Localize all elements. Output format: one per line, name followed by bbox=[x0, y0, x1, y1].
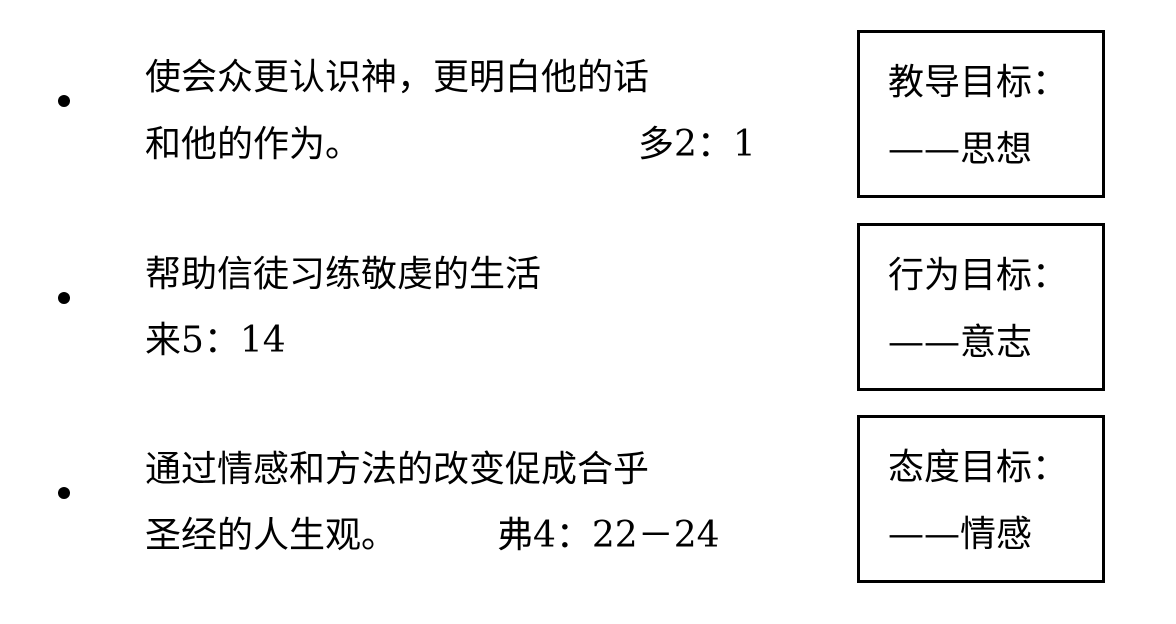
item-1-line-2: 和他的作为。 bbox=[145, 124, 362, 165]
goal-sub: ——意志 bbox=[888, 322, 1033, 363]
item-1-line-1: 使会众更认识神，更明白他的话 bbox=[145, 57, 650, 98]
bullet-icon bbox=[58, 95, 70, 107]
goal-title: 教导目标： bbox=[888, 62, 1069, 103]
goal-box-teaching: 教导目标： ——思想 bbox=[857, 30, 1105, 198]
item-2-line-1: 帮助信徒习练敬虔的生活 bbox=[145, 254, 542, 295]
item-3-ref: 弗4：22－24 bbox=[497, 515, 720, 556]
goal-sub: ——情感 bbox=[888, 514, 1033, 555]
bullet-icon bbox=[58, 292, 70, 304]
goal-box-behavior: 行为目标： ——意志 bbox=[857, 223, 1105, 391]
goal-title: 行为目标： bbox=[888, 255, 1069, 296]
item-2-line-2: 来5：14 bbox=[145, 320, 286, 361]
goal-sub: ——思想 bbox=[888, 129, 1033, 170]
goal-box-attitude: 态度目标： ——情感 bbox=[857, 415, 1105, 583]
item-3-line-2: 圣经的人生观。 bbox=[145, 515, 398, 556]
item-1-ref: 多2：1 bbox=[638, 124, 756, 165]
goal-title: 态度目标： bbox=[888, 447, 1069, 488]
bullet-icon bbox=[58, 487, 70, 499]
item-3-line-1: 通过情感和方法的改变促成合乎 bbox=[145, 449, 650, 490]
